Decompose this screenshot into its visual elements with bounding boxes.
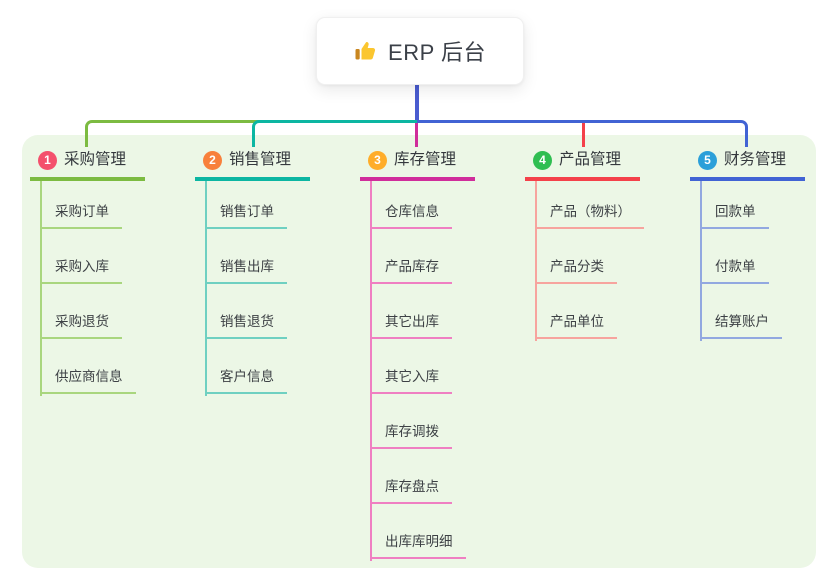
branch-child-line	[700, 181, 702, 341]
branch-label: 销售管理	[229, 151, 292, 168]
child-node[interactable]: 产品分类	[535, 255, 617, 284]
child-node[interactable]: 库存盘点	[370, 475, 452, 504]
child-node[interactable]: 采购订单	[40, 200, 122, 229]
branch-child-line	[40, 181, 42, 396]
child-label: 供应商信息	[55, 369, 123, 384]
child-label: 仓库信息	[385, 204, 439, 219]
branch-header[interactable]: 4 产品管理	[525, 148, 640, 181]
group-panel	[22, 135, 816, 568]
root-connector-stem	[415, 84, 419, 121]
branch-badge: 5	[698, 150, 717, 170]
root-node[interactable]: ERP 后台	[316, 17, 524, 85]
child-label: 采购入库	[55, 259, 109, 274]
child-label: 回款单	[715, 204, 756, 219]
branch-header[interactable]: 2 销售管理	[195, 148, 310, 181]
branch-badge: 4	[533, 150, 552, 170]
branch-badge: 1	[38, 150, 57, 170]
child-node[interactable]: 销售出库	[205, 255, 287, 284]
child-label: 库存盘点	[385, 479, 439, 494]
branch-child-line	[535, 181, 537, 341]
branch-header[interactable]: 3 库存管理	[360, 148, 475, 181]
child-node[interactable]: 采购入库	[40, 255, 122, 284]
branch-label: 财务管理	[724, 151, 787, 168]
child-node[interactable]: 产品单位	[535, 310, 617, 339]
child-label: 结算账户	[715, 314, 769, 329]
child-label: 销售退货	[220, 314, 274, 329]
child-node[interactable]: 产品库存	[370, 255, 452, 284]
child-label: 产品分类	[550, 259, 604, 274]
child-label: 销售出库	[220, 259, 274, 274]
child-node[interactable]: 库存调拨	[370, 420, 452, 449]
child-node[interactable]: 结算账户	[700, 310, 782, 339]
branch-label: 产品管理	[559, 151, 622, 168]
branch-connector	[85, 120, 417, 147]
branch-connector	[252, 120, 417, 147]
branch-badge: 3	[368, 150, 387, 170]
child-label: 其它出库	[385, 314, 439, 329]
branch-connector	[415, 123, 418, 147]
branch-child-line	[205, 181, 207, 396]
child-node[interactable]: 销售退货	[205, 310, 287, 339]
child-node[interactable]: 付款单	[700, 255, 769, 284]
child-node[interactable]: 出库库明细	[370, 530, 466, 559]
root-title: ERP 后台	[388, 40, 486, 65]
child-label: 产品（物料）	[550, 204, 631, 219]
branch-badge: 2	[203, 150, 222, 170]
child-node[interactable]: 供应商信息	[40, 365, 136, 394]
branch-label: 库存管理	[394, 151, 457, 168]
child-node[interactable]: 仓库信息	[370, 200, 452, 229]
child-node[interactable]: 回款单	[700, 200, 769, 229]
branch-header[interactable]: 1 采购管理	[30, 148, 145, 181]
child-label: 其它入库	[385, 369, 439, 384]
branch-child-line	[370, 181, 372, 561]
child-node[interactable]: 产品（物料）	[535, 200, 644, 229]
child-node[interactable]: 销售订单	[205, 200, 287, 229]
child-node[interactable]: 其它出库	[370, 310, 452, 339]
child-label: 库存调拨	[385, 424, 439, 439]
child-label: 销售订单	[220, 204, 274, 219]
branch-header[interactable]: 5 财务管理	[690, 148, 805, 181]
branch-connector	[417, 120, 748, 147]
branch-connector	[582, 123, 585, 147]
branch-label: 采购管理	[64, 151, 127, 168]
child-label: 采购订单	[55, 204, 109, 219]
child-label: 产品库存	[385, 259, 439, 274]
thumbs-up-icon	[355, 41, 376, 60]
child-node[interactable]: 其它入库	[370, 365, 452, 394]
child-label: 付款单	[715, 259, 756, 274]
child-label: 产品单位	[550, 314, 604, 329]
child-label: 采购退货	[55, 314, 109, 329]
child-node[interactable]: 采购退货	[40, 310, 122, 339]
child-label: 客户信息	[220, 369, 274, 384]
child-node[interactable]: 客户信息	[205, 365, 287, 394]
child-label: 出库库明细	[385, 534, 453, 549]
